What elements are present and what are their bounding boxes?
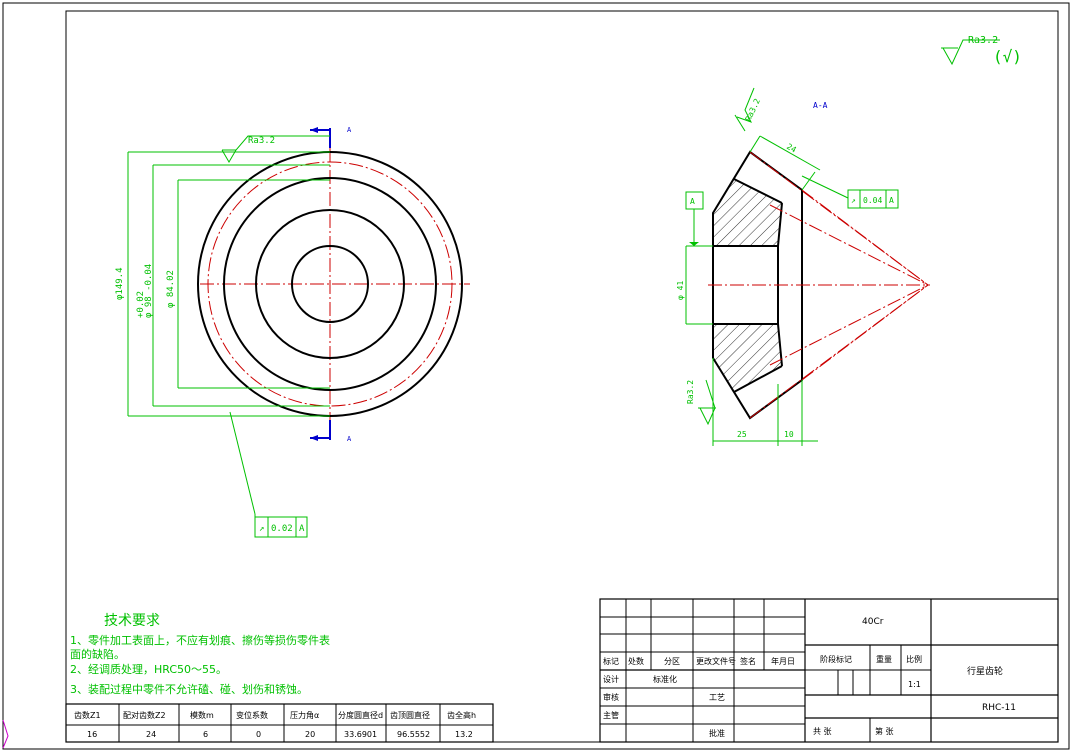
sign-label-approve: 批准 (709, 728, 725, 738)
section-mark-bottom-label: A (347, 435, 352, 443)
sign-label-standard: 标准化 (653, 674, 677, 684)
sheet-total: 共 张 (813, 727, 832, 736)
front-surface-finish-symbol: Ra3.2 (221, 135, 330, 163)
gear-table-header-3: 模数m (190, 710, 214, 720)
tech-requirements-title: 技术要求 (104, 613, 160, 629)
dim-width-bottom-right: 10 (784, 430, 794, 439)
drawing-number: RHC-11 (982, 703, 1016, 713)
tech-requirement-3: 3、装配过程中零件不允许磕、碰、划伤和锈蚀。 (70, 682, 308, 696)
datum-a-label: A (690, 197, 695, 206)
general-finish-value: Ra3.2 (968, 35, 998, 46)
bore-circle (291, 245, 369, 323)
pitch-circle (207, 161, 453, 407)
tooth-root-circle (223, 177, 437, 391)
gear-table-header-6: 分度圆直径d (338, 710, 383, 720)
stage-header-2: 重量 (876, 654, 892, 664)
corner-marker (2, 719, 9, 749)
front-dim-d2-tolerance: +0.02 (136, 291, 146, 318)
section-marker-bottom: A (310, 420, 352, 443)
sheet-index: 第 张 (875, 726, 894, 736)
gear-table-header-4: 变位系数 (236, 710, 268, 720)
section-hatch-top (713, 179, 782, 246)
gear-table-value-4: 0 (256, 730, 261, 739)
datum-a-marker: A (685, 191, 704, 246)
gear-table-value-2: 24 (146, 730, 156, 739)
part-name: 行星齿轮 (967, 665, 1003, 677)
gear-table-value-5: 20 (305, 730, 315, 739)
gear-table-header-5: 压力角α (290, 710, 319, 720)
tooth-root-bottom (733, 365, 783, 393)
section-mark-top-label: A (347, 126, 352, 134)
gear-table-header-7: 齿顶圆直径 (390, 710, 430, 720)
hub-circle (255, 209, 405, 359)
front-finish-value: Ra3.2 (248, 136, 275, 146)
scale-value: 1:1 (908, 680, 921, 689)
stage-header-1: 阶段标记 (820, 654, 852, 664)
general-finish-note: (√) (993, 47, 1022, 66)
side-runout-symbol: ↗ (851, 196, 856, 205)
sign-label-manager: 主管 (603, 710, 619, 720)
front-dimension-lines (127, 151, 330, 417)
gear-table-value-6: 33.6901 (344, 730, 377, 739)
drawing-frame (65, 10, 1059, 743)
side-view: A-A 24 (676, 87, 930, 446)
rev-header-1: 标记 (603, 656, 619, 666)
material-value: 40Cr (862, 617, 884, 627)
tech-requirements: 技术要求 1、零件加工表面上，不应有划痕、擦伤等损伤零件表 面的缺陷。 2、经调… (70, 613, 330, 696)
side-top-finish-symbol: Ra3.2 (734, 87, 762, 132)
front-dim-d3: φ 84.02 (166, 270, 176, 308)
side-runout-datum: A (889, 196, 894, 205)
sign-label-design: 设计 (603, 674, 619, 684)
stage-header-3: 比例 (906, 654, 922, 664)
dim-width-top: 24 (749, 135, 821, 191)
tooth-root-top (733, 178, 783, 204)
sign-label-process: 工艺 (709, 693, 725, 702)
section-marker-top: A (310, 126, 352, 148)
sign-label-check: 审核 (603, 692, 619, 702)
title-block: 标记 处数 分区 更改文件号 签名 年月日 设计 审核 主管 标准化 工艺 批准… (599, 598, 1059, 743)
side-runout-value: 0.04 (863, 196, 882, 205)
rev-header-5: 签名 (740, 656, 756, 666)
side-top-finish-value: Ra3.2 (744, 97, 762, 123)
front-dim-d2: φ 98 -0.04 (144, 264, 154, 318)
front-runout-value: 0.02 (271, 524, 293, 534)
dim-width-bottom-left: 25 (737, 430, 747, 439)
gear-table-header-2: 配对齿数Z2 (123, 710, 166, 720)
section-hatch-bottom (713, 324, 782, 392)
front-runout-datum: A (299, 524, 305, 534)
gear-table-value-1: 16 (87, 730, 97, 739)
tech-requirement-1: 1、零件加工表面上，不应有划痕、擦伤等损伤零件表 (70, 633, 330, 647)
gear-table-header-8: 齿全高h (447, 710, 476, 720)
dim-bore: φ 41 (676, 245, 713, 325)
section-view-label: A-A (813, 101, 828, 110)
dim-width-top-label: 24 (785, 142, 798, 155)
gear-table-value-8: 13.2 (455, 730, 473, 739)
gear-table-header-1: 齿数Z1 (74, 710, 101, 720)
general-surface-finish-symbol: Ra3.2 (√) (941, 35, 1022, 66)
rev-header-4: 更改文件号 (696, 656, 736, 666)
gear-parameter-table: 齿数Z1 配对齿数Z2 模数m 变位系数 压力角α 分度圆直径d 齿顶圆直径 齿… (65, 703, 494, 743)
dim-bore-label: φ 41 (676, 281, 685, 300)
side-bottom-finish-symbol: Ra3.2 (686, 380, 716, 426)
front-runout-symbol: ↗ (259, 524, 264, 534)
tech-requirement-1-cont: 面的缺陷。 (70, 647, 125, 661)
front-dim-d1: φ149.4 (115, 267, 125, 300)
rev-header-2: 处数 (628, 656, 644, 666)
gear-table-value-3: 6 (203, 730, 208, 739)
front-runout-frame: ↗ 0.02 A (229, 411, 308, 538)
side-bottom-finish-value: Ra3.2 (686, 380, 695, 404)
front-view: A A φ149.4 +0.02 φ 98 -0.04 φ 84.02 (115, 126, 470, 538)
side-runout-frame: ↗ 0.04 A (801, 175, 899, 209)
tech-requirement-2: 2、经调质处理，HRC50～55。 (70, 663, 227, 676)
dim-bottom-widths: 25 10 (712, 358, 818, 446)
rev-header-3: 分区 (664, 657, 680, 666)
gear-table-value-7: 96.5552 (397, 730, 430, 739)
rev-header-6: 年月日 (771, 656, 795, 666)
